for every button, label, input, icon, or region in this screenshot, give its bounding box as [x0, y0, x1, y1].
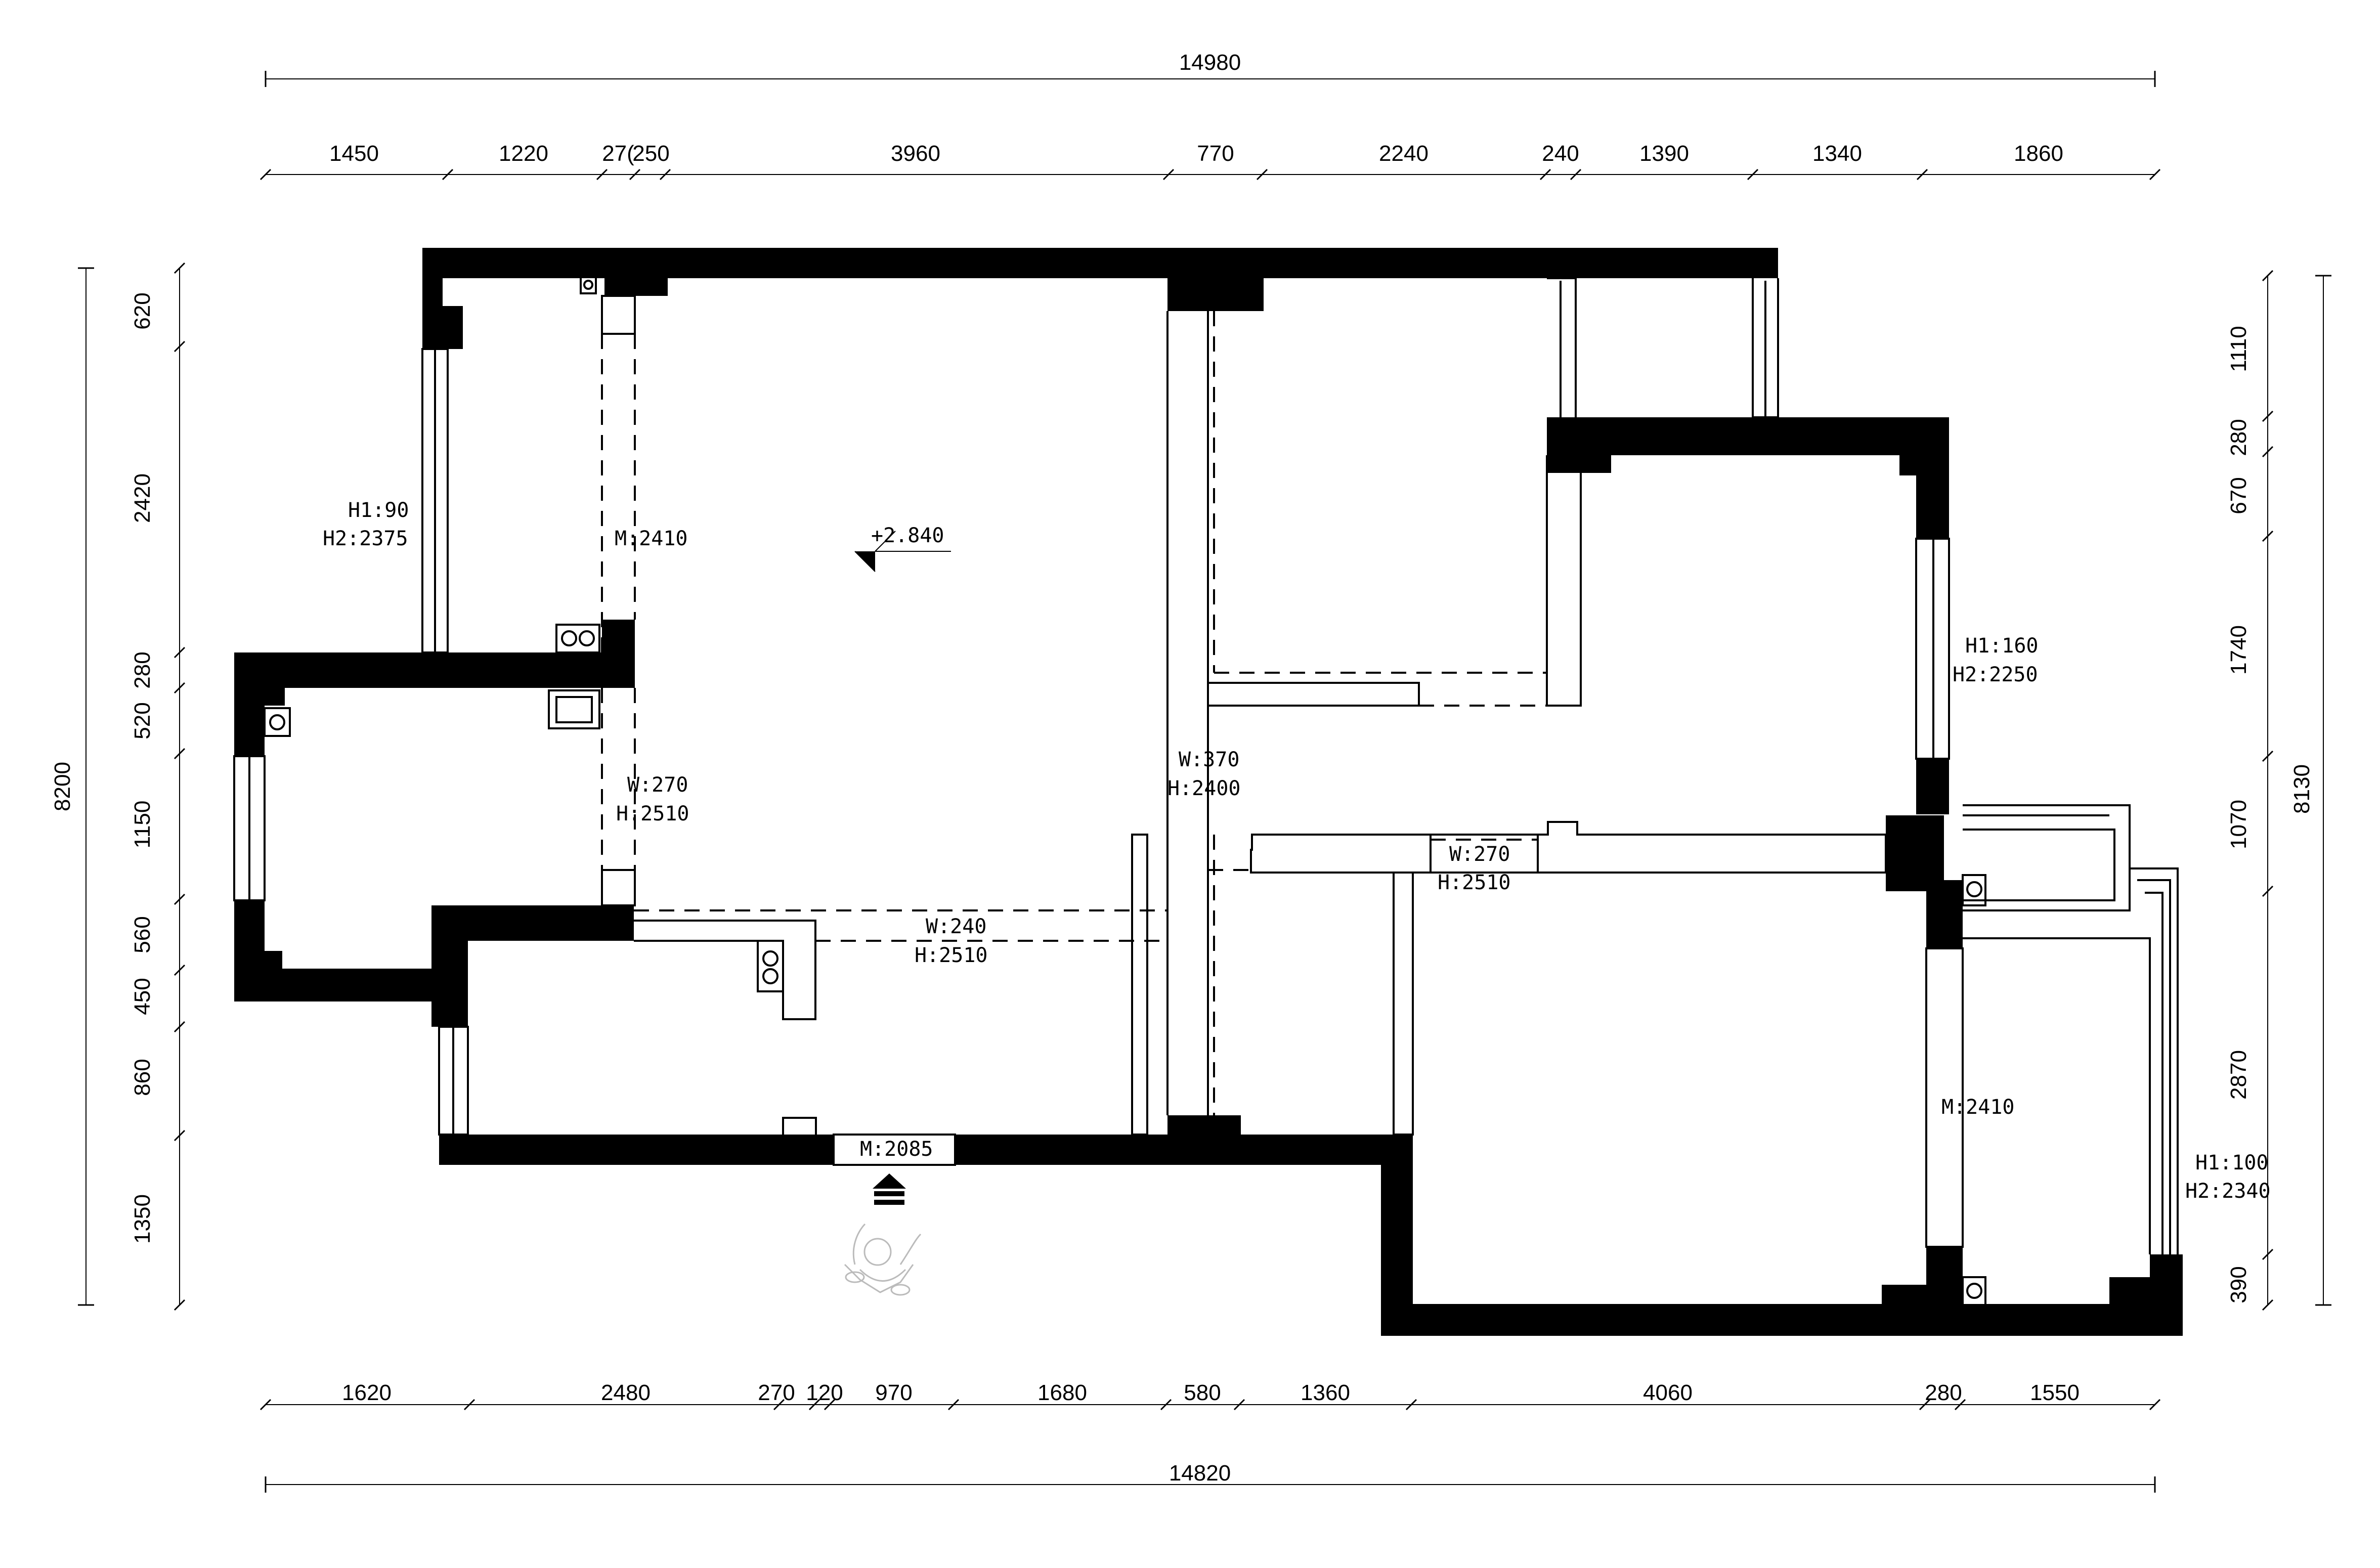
- right-segment-dimension: 1070: [2226, 800, 2251, 849]
- opening-center-w: W:370: [1179, 748, 1239, 771]
- entrance-door-label: M:2085: [860, 1138, 933, 1161]
- bottom-total-dimension: 14820: [1169, 1461, 1231, 1486]
- left-segment-dimension: 860: [130, 1059, 155, 1096]
- pipe-icon: [1962, 874, 1986, 906]
- bottom-segment-dimension: 4060: [1643, 1380, 1693, 1405]
- bottom-segment-dimension: 120: [806, 1380, 843, 1405]
- person-icon: [844, 1223, 922, 1296]
- pipe-icon: [762, 950, 778, 984]
- top-segment-dimension: 770: [1197, 141, 1234, 166]
- pipe-icon: [555, 624, 600, 654]
- top-segment-dimension: 240: [1542, 141, 1579, 166]
- bottom-segment-dimension: 270: [758, 1380, 795, 1405]
- top-segment-dimension: 2240: [1379, 141, 1429, 166]
- left-segment-dimension: 520: [130, 702, 155, 739]
- bottom-segment-dimension: 1550: [2030, 1380, 2080, 1405]
- bottom-segment-dimension: 580: [1184, 1380, 1221, 1405]
- top-segment-dimension: 1450: [329, 141, 379, 166]
- left-segment-dimension: 1350: [130, 1194, 155, 1244]
- pipe-icon: [264, 707, 291, 737]
- left-total-dimension: 8200: [50, 762, 75, 811]
- walls: [234, 248, 2183, 1336]
- pipe-icon: [580, 275, 597, 294]
- left-segment-dimension: 280: [130, 651, 155, 688]
- pipe-fixtures: [264, 275, 1986, 1306]
- openings-dashed: [601, 311, 1964, 1247]
- right-segment-dimension: 2870: [2226, 1050, 2251, 1100]
- opening-right-h: H:2510: [1438, 871, 1511, 894]
- left-segment-dimension: 560: [130, 916, 155, 953]
- entrance: [833, 1134, 956, 1296]
- opening-right-m: M:2410: [1941, 1096, 2015, 1119]
- opening-wh-left-h: H:2510: [616, 802, 689, 825]
- window-left-h1: H1:90: [348, 499, 409, 522]
- bottom-segment-dimension: 280: [1925, 1380, 1962, 1405]
- opening-wh-left-w: W:270: [627, 773, 688, 797]
- opening-right-w: W:270: [1449, 843, 1510, 866]
- annotations: +2.840 H1:90 H2:2375 M:2410 W:270 H:2510…: [323, 499, 2271, 1203]
- top-segment-dimension: 250: [632, 141, 669, 166]
- top-segment-dimension: 3960: [891, 141, 940, 166]
- top-segment-dimension: 1220: [499, 141, 548, 166]
- right-dimensions: 1110 280 670 1740 1070 2870 390 8130: [2226, 326, 2314, 1303]
- pipe-icon: [1962, 1276, 1986, 1306]
- north-marker-icon: [854, 531, 951, 572]
- left-segment-dimension: 620: [130, 292, 155, 329]
- windows-and-partitions: [233, 277, 2179, 1254]
- bottom-segment-dimension: 970: [875, 1380, 912, 1405]
- left-segment-dimension: 2420: [130, 473, 155, 523]
- top-total-dimension: 14980: [1179, 50, 1241, 75]
- dimension-lines: [78, 71, 2331, 1493]
- left-segment-dimension: 1150: [130, 801, 155, 849]
- left-dimensions: 8200 620 2420 280 520 1150 560 450 860 1…: [50, 292, 155, 1244]
- opening-kitchen-w: W:240: [926, 915, 986, 938]
- window-right-h1: H1:160: [1965, 634, 2039, 658]
- window-br-h2: H2:2340: [2185, 1180, 2271, 1203]
- top-segment-dimension: 1390: [1639, 141, 1689, 166]
- opening-center-h: H:2400: [1167, 777, 1241, 800]
- bottom-segment-dimension: 2480: [601, 1380, 651, 1405]
- elevation-label: +2.840: [871, 524, 944, 547]
- window-left-h2: H2:2375: [323, 527, 408, 550]
- right-segment-dimension: 280: [2226, 419, 2251, 456]
- top-segment-dimension: 1860: [2014, 141, 2063, 166]
- right-segment-dimension: 1740: [2226, 625, 2251, 675]
- right-segment-dimension: 390: [2226, 1266, 2251, 1303]
- right-total-dimension: 8130: [2289, 764, 2314, 814]
- right-segment-dimension: 670: [2226, 477, 2251, 514]
- left-segment-dimension: 450: [130, 978, 155, 1015]
- bottom-dimensions: 1620 2480 270 120 970 1680 580 1360 4060…: [342, 1380, 2080, 1486]
- bottom-segment-dimension: 1360: [1301, 1380, 1350, 1405]
- top-segment-dimension: 1340: [1812, 141, 1862, 166]
- window-right-h2: H2:2250: [1953, 663, 2038, 686]
- opening-kitchen-h: H:2510: [915, 944, 988, 967]
- entrance-arrow-icon: [873, 1173, 906, 1205]
- top-dimensions: 14980 1450 1220 27( 250 3960 770 2240 24…: [329, 50, 2063, 166]
- bottom-segment-dimension: 1680: [1037, 1380, 1087, 1405]
- opening-left-m: M:2410: [615, 527, 688, 550]
- window-br-h1: H1:100: [2195, 1151, 2269, 1174]
- right-segment-dimension: 1110: [2226, 326, 2251, 372]
- bottom-segment-dimension: 1620: [342, 1380, 392, 1405]
- top-segment-dimension: 27(: [602, 141, 634, 166]
